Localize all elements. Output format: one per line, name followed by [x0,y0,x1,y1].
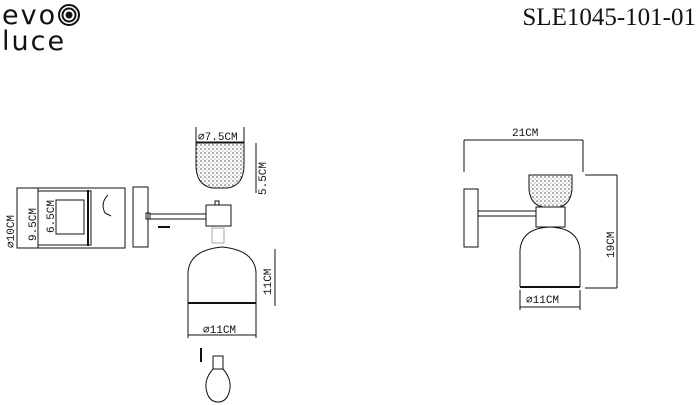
front-view [463,139,618,310]
dim-shade-diameter: ⌀7.5CM [198,132,238,144]
backplate-exploded [16,187,126,249]
dim-glass-diameter: ⌀11CM [203,325,236,337]
dim-mount-spacing: 6.5CM [46,200,58,233]
dim-shade-height: 5.5CM [258,162,270,195]
bulb-icon [205,355,231,403]
dim-total-width: 21CM [512,128,538,140]
dim-backplate-diameter: ⌀10CM [6,215,18,248]
dim-total-height: 19CM [606,232,618,258]
target-logo-icon [58,4,81,26]
model-number: SLE1045-101-01 [522,4,696,31]
brand-line1: evo [2,0,58,31]
brand-logo: evo luce [2,0,81,57]
brand-line2: luce [2,26,67,57]
dim-front-diameter: ⌀11CM [526,295,559,307]
dim-glass-height: 11CM [263,269,275,295]
wall-plate [132,186,149,248]
dim-backplate-inner: 9.5CM [28,208,40,241]
